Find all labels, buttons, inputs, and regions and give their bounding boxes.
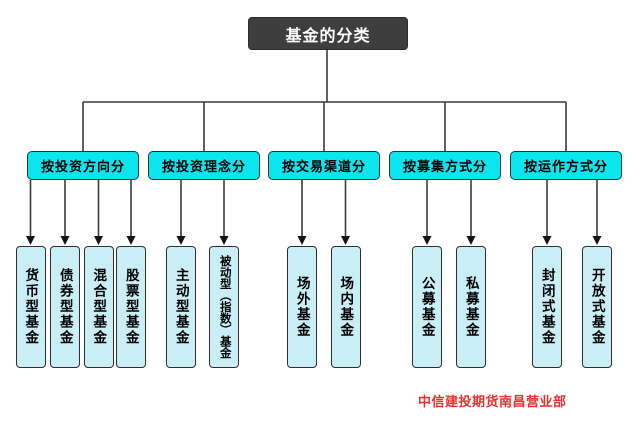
- leaf-label: 封闭式基金: [539, 268, 555, 346]
- leaf-node-closed-end-fund: 封闭式基金: [532, 246, 562, 368]
- leaf-node-private-fund: 私募基金: [456, 246, 486, 368]
- leaf-node-passive-index-fund: 被动型（指数）基金: [209, 246, 239, 368]
- leaf-label: 场外基金: [294, 276, 310, 338]
- category-node-operation-mode: 按运作方式分: [510, 151, 622, 180]
- root-node-fund-classification: 基金的分类: [248, 17, 408, 50]
- leaf-node-stock-fund: 股票型基金: [116, 246, 146, 368]
- leaf-node-hybrid-fund: 混合型基金: [83, 246, 114, 368]
- leaf-label: 货币型基金: [23, 268, 39, 346]
- leaf-node-currency-fund: 货币型基金: [15, 246, 46, 368]
- watermark-text: 中信建投期货南昌营业部: [418, 394, 567, 409]
- leaf-label: 开放式基金: [589, 268, 605, 346]
- leaf-label: 公募基金: [419, 276, 435, 338]
- category-node-investment-direction: 按投资方向分: [27, 151, 139, 180]
- leaf-node-active-fund: 主动型基金: [166, 246, 196, 368]
- leaf-label: 私募基金: [463, 276, 479, 338]
- leaf-node-bond-fund: 债券型基金: [50, 246, 80, 368]
- leaf-node-public-fund: 公募基金: [412, 246, 442, 368]
- leaf-node-otc-fund: 场外基金: [287, 246, 317, 368]
- leaf-node-open-end-fund: 开放式基金: [582, 246, 612, 368]
- category-node-fundraising-method: 按募集方式分: [389, 151, 501, 180]
- category-node-investment-philosophy: 按投资理念分: [148, 151, 260, 180]
- leaf-label: 被动型（指数）基金: [218, 255, 231, 359]
- leaf-label: 主动型基金: [173, 268, 189, 346]
- leaf-label: 债券型基金: [57, 268, 73, 346]
- category-node-trading-channel: 按交易渠道分: [268, 151, 380, 180]
- leaf-label: 股票型基金: [123, 268, 139, 346]
- leaf-label: 场内基金: [338, 276, 354, 338]
- leaf-label: 混合型基金: [91, 268, 107, 346]
- leaf-node-exchange-fund: 场内基金: [330, 246, 361, 368]
